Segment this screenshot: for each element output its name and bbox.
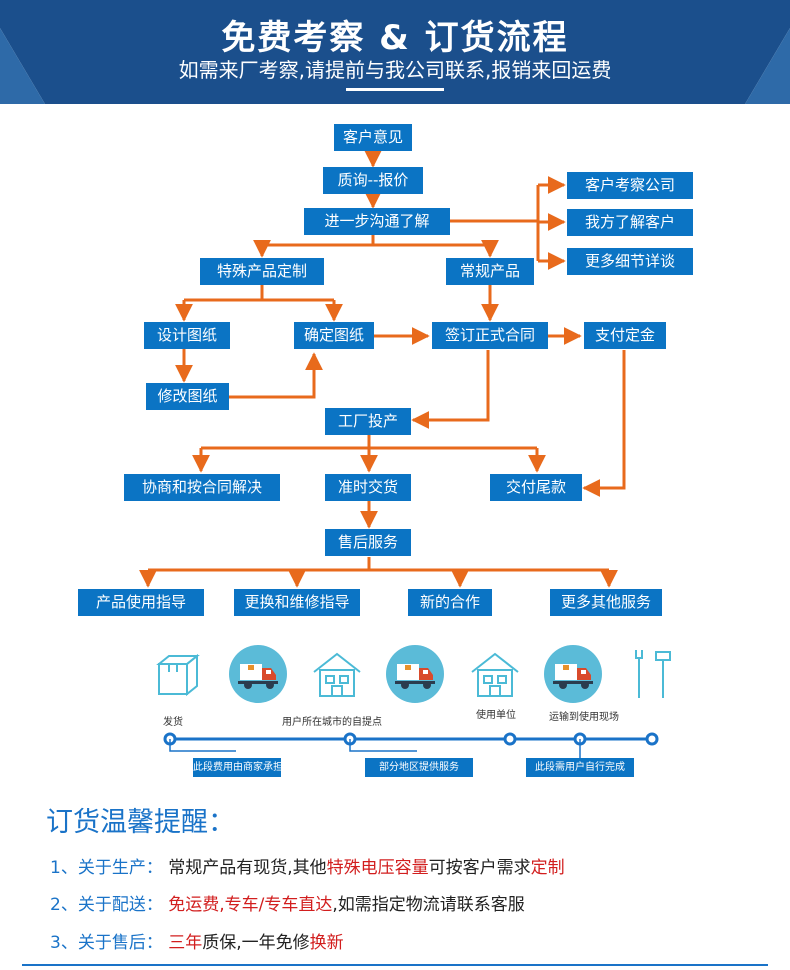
ship-step-dispatch: 发货 <box>163 717 183 728</box>
reminder-text: 可按客户需求 <box>428 858 531 878</box>
tools-icon <box>635 650 671 698</box>
truck-icon <box>386 645 444 703</box>
node-usage-guide: 产品使用指导 <box>78 589 204 616</box>
truck-icon <box>544 645 602 703</box>
reminder-title: 关于售后： <box>77 933 163 953</box>
node-discuss-details: 更多细节详谈 <box>567 248 693 275</box>
node-pay-deposit: 支付定金 <box>584 322 666 349</box>
node-inquiry-quote: 质询--报价 <box>323 167 423 194</box>
reminder-highlight: 定制 <box>530 858 565 878</box>
ship-step-using-unit: 使用单位 <box>476 710 516 721</box>
node-customer-opinion: 客户意见 <box>334 124 412 151</box>
banner-title: 免费考察 & 订货流程 <box>221 18 569 58</box>
node-regular-product: 常规产品 <box>446 258 534 285</box>
reminder-title: 关于配送： <box>77 895 163 915</box>
node-pay-balance: 交付尾款 <box>490 474 582 501</box>
node-confirm-drawing: 确定图纸 <box>294 322 374 349</box>
reminder-text: 质保,一年免修 <box>202 933 310 953</box>
bottom-divider <box>22 964 768 966</box>
node-negotiate-by-contract: 协商和按合同解决 <box>124 474 280 501</box>
node-after-sales: 售后服务 <box>325 529 411 556</box>
reminder-text: ,如需指定物流请联系客服 <box>332 895 525 915</box>
node-we-understand: 我方了解客户 <box>567 209 693 236</box>
node-customer-visit: 客户考察公司 <box>567 172 693 199</box>
reminder-highlight: 特殊电压容量 <box>326 858 429 878</box>
reminder-number: 3、 <box>50 933 78 953</box>
node-further-communication: 进一步沟通了解 <box>304 208 450 235</box>
node-factory-production: 工厂投产 <box>325 408 411 435</box>
node-more-services: 更多其他服务 <box>550 589 662 616</box>
node-new-cooperation: 新的合作 <box>408 589 492 616</box>
box-icon <box>156 653 200 697</box>
banner-subtitle: 如需来厂考察,请提前与我公司联系,报销来回运费 <box>178 58 612 82</box>
truck-icon <box>229 645 287 703</box>
node-special-custom: 特殊产品定制 <box>200 258 324 285</box>
node-on-time-delivery: 准时交货 <box>325 474 411 501</box>
ship-step-pickup-point: 用户所在城市的自提点 <box>282 717 382 728</box>
segment-merchant-cost: 此段费用由商家承担 <box>193 758 283 777</box>
node-replace-repair: 更换和维修指导 <box>234 589 360 616</box>
node-modify-drawing: 修改图纸 <box>146 383 229 410</box>
ship-step-to-site: 运输到使用现场 <box>549 712 619 723</box>
node-design-drawing: 设计图纸 <box>144 322 230 349</box>
reminder-item: 1、关于生产： 常规产品有现货,其他特殊电压容量可按客户需求定制 <box>50 853 565 878</box>
segment-some-regions: 部分地区提供服务 <box>365 758 473 777</box>
house-icon <box>471 652 519 697</box>
reminder-highlight: 免运费,专车/专车直达 <box>168 895 333 915</box>
reminder-title: 关于生产： <box>77 858 163 878</box>
reminder-number: 1、 <box>50 858 78 878</box>
header-banner <box>0 0 790 104</box>
reminder-highlight: 三年 <box>168 933 203 953</box>
reminder-item: 3、关于售后： 三年质保,一年免修换新 <box>50 928 344 953</box>
segment-user-completes: 此段需用户自行完成 <box>526 758 634 777</box>
node-sign-contract: 签订正式合同 <box>432 322 548 349</box>
reminder-heading: 订货温馨提醒： <box>46 807 235 838</box>
reminder-highlight: 换新 <box>309 933 344 953</box>
reminder-item: 2、关于配送： 免运费,专车/专车直达,如需指定物流请联系客服 <box>50 890 525 915</box>
house-icon <box>313 652 361 697</box>
reminder-number: 2、 <box>50 895 78 915</box>
reminder-text: 常规产品有现货,其他 <box>168 858 327 878</box>
